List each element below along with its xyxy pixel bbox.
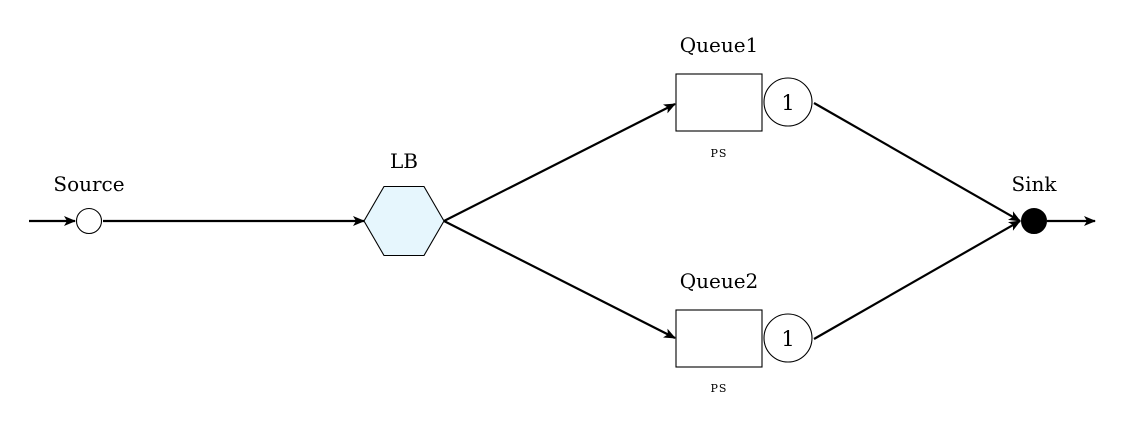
sink-circle (1021, 208, 1047, 234)
source-circle (75, 207, 103, 235)
queue1-server (763, 77, 813, 127)
queue2-server (763, 313, 813, 363)
queue1-server-count: 1 (781, 91, 794, 115)
edge-queue1-to-sink (813, 102, 1021, 222)
queue1-node: Queue1 1 PS (675, 33, 813, 160)
queue1-discipline: PS (711, 147, 728, 160)
queue2-node: Queue2 1 PS (675, 269, 813, 395)
sink-label: Sink (1011, 172, 1057, 196)
source-label: Source (53, 172, 124, 196)
edges (29, 102, 1096, 340)
queue2-buffer (675, 309, 763, 368)
queue2-discipline: PS (711, 382, 728, 395)
load-balancer-node: LB (363, 149, 445, 257)
edge-lb-to-queue1 (443, 103, 676, 222)
source-node: Source (53, 172, 125, 235)
queue1-buffer (675, 73, 763, 132)
queue2-server-count: 1 (781, 327, 794, 351)
queue2-label: Queue2 (680, 269, 759, 293)
sink-node: Sink (1011, 172, 1057, 234)
lb-hexagon (363, 185, 445, 257)
edge-queue2-to-sink (813, 220, 1021, 340)
lb-label: LB (390, 149, 418, 173)
queue1-label: Queue1 (680, 33, 759, 57)
edge-lb-to-queue2 (443, 220, 676, 339)
